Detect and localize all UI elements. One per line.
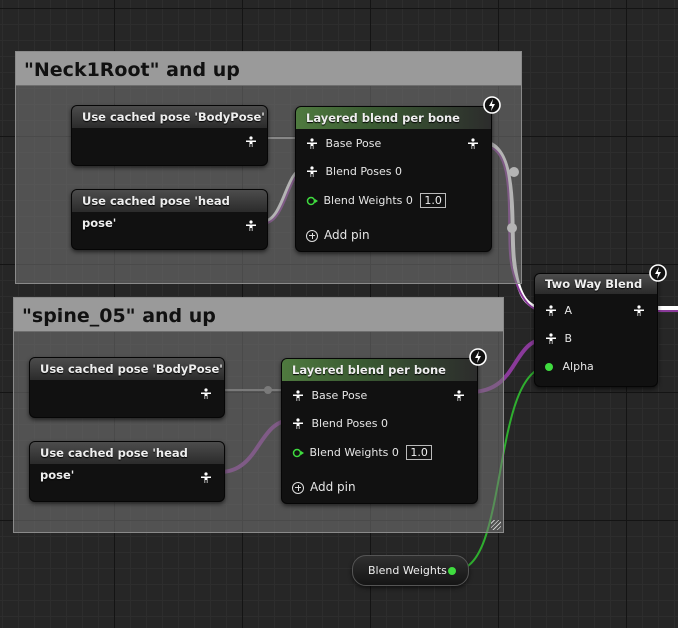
comment-title[interactable]: "spine_05" and up: [14, 298, 503, 332]
cached-pose-node-bodypose[interactable]: Use cached pose 'BodyPose': [29, 357, 225, 418]
pose-pin-icon[interactable]: [200, 388, 212, 400]
add-pin-button[interactable]: Add pin: [306, 227, 370, 243]
float-pin-icon[interactable]: [448, 567, 456, 575]
blend-weights-variable-node[interactable]: Blend Weights: [352, 555, 469, 586]
comment-title[interactable]: "Neck1Root" and up: [16, 52, 521, 86]
pin-label: Blend Weights 0: [323, 194, 413, 207]
cached-pose-node-headpose[interactable]: Use cached pose 'head pose': [71, 189, 268, 250]
pose-pin-icon[interactable]: [545, 305, 557, 317]
pin-label: A: [564, 304, 573, 317]
float-pin-icon[interactable]: [292, 448, 306, 458]
pin-label: Alpha: [562, 360, 594, 373]
pin-label: Blend Poses 0: [325, 165, 403, 178]
variable-label: Blend Weights: [368, 564, 447, 577]
blend-weights-pin[interactable]: Blend Weights 0 1.0: [292, 445, 432, 461]
node-title: Use cached pose 'head pose': [30, 442, 224, 482]
cached-pose-node-bodypose[interactable]: Use cached pose 'BodyPose': [71, 105, 268, 166]
alpha-pin[interactable]: Alpha: [545, 359, 594, 375]
node-title: Two Way Blend: [535, 274, 657, 294]
pin-label: B: [564, 332, 573, 345]
pose-pin-icon[interactable]: [306, 138, 318, 150]
base-pose-pin[interactable]: Base Pose: [306, 136, 381, 152]
pose-pin-icon[interactable]: [467, 138, 479, 150]
blend-weights-value-input[interactable]: 1.0: [406, 445, 432, 460]
pose-pin-icon[interactable]: [306, 166, 318, 178]
lightning-icon: [649, 264, 667, 282]
pin-label: Base Pose: [325, 137, 382, 150]
base-pose-pin[interactable]: Base Pose: [292, 388, 367, 404]
pose-pin-icon[interactable]: [245, 136, 257, 148]
add-pin-icon[interactable]: [306, 229, 318, 242]
add-pin-icon[interactable]: [292, 481, 304, 494]
blend-weights-pin[interactable]: Blend Weights 0 1.0: [306, 193, 446, 209]
add-pin-button[interactable]: Add pin: [292, 479, 356, 495]
pose-pin-icon[interactable]: [245, 220, 257, 232]
pin-label: Blend Weights 0: [309, 446, 399, 459]
blend-poses-pin[interactable]: Blend Poses 0: [306, 164, 402, 180]
float-pin-icon[interactable]: [306, 196, 320, 206]
lightning-icon: [469, 348, 487, 366]
layered-blend-node[interactable]: Layered blend per bone Base Pose Blend P…: [295, 106, 492, 252]
pose-pin-icon[interactable]: [453, 390, 465, 402]
node-title: Use cached pose 'head pose': [72, 190, 267, 230]
cached-pose-node-headpose[interactable]: Use cached pose 'head pose': [29, 441, 225, 502]
add-pin-label: Add pin: [310, 480, 356, 494]
resize-grip[interactable]: [491, 520, 501, 530]
pose-pin-icon[interactable]: [633, 305, 645, 317]
two-way-blend-node[interactable]: Two Way Blend A B Alpha: [534, 273, 658, 387]
a-pin[interactable]: A: [545, 303, 572, 319]
blend-poses-pin[interactable]: Blend Poses 0: [292, 416, 388, 432]
pose-pin-icon[interactable]: [292, 418, 304, 430]
pose-pin-icon[interactable]: [545, 333, 557, 345]
pose-pin-icon[interactable]: [200, 472, 212, 484]
pose-pin-icon[interactable]: [292, 390, 304, 402]
layered-blend-node[interactable]: Layered blend per bone Base Pose Blend P…: [281, 358, 478, 504]
lightning-icon: [483, 96, 501, 114]
node-title: Use cached pose 'BodyPose': [72, 106, 267, 128]
b-pin[interactable]: B: [545, 331, 572, 347]
pin-label: Base Pose: [311, 389, 368, 402]
float-pin-icon[interactable]: [545, 363, 553, 371]
node-title: Layered blend per bone: [296, 107, 491, 129]
add-pin-label: Add pin: [324, 228, 370, 242]
node-title: Use cached pose 'BodyPose': [30, 358, 224, 380]
pin-label: Blend Poses 0: [311, 417, 389, 430]
blend-weights-value-input[interactable]: 1.0: [420, 193, 446, 208]
node-title: Layered blend per bone: [282, 359, 477, 381]
